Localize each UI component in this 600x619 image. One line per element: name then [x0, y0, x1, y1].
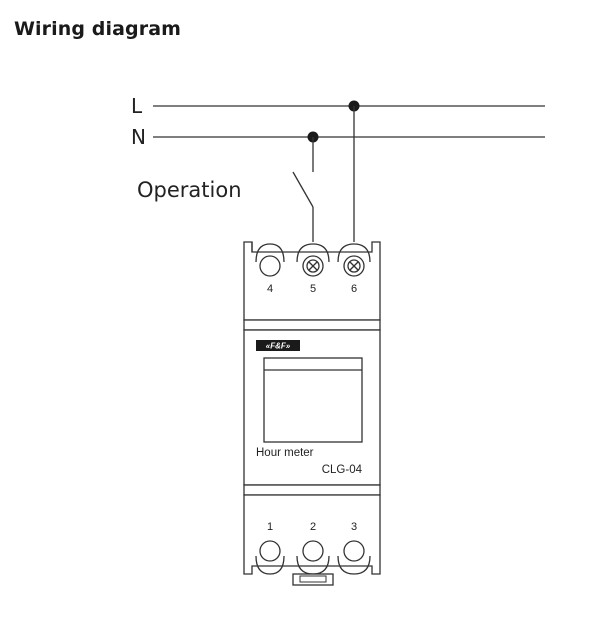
terminal-1 — [259, 540, 281, 562]
terminal-number-3: 3 — [351, 521, 357, 533]
din-clip — [292, 573, 334, 586]
terminal-number-4: 4 — [267, 283, 273, 295]
terminal-3 — [343, 540, 365, 562]
terminal-number-1: 1 — [267, 521, 273, 533]
terminal-number-6: 6 — [351, 283, 357, 295]
top-terminal-block — [243, 241, 381, 321]
brand-logo-text: «F&F» — [266, 342, 291, 351]
terminal-5-screw-icon — [302, 255, 324, 277]
terminal-number-2: 2 — [310, 521, 316, 533]
brand-logo — [256, 340, 300, 351]
device-model: CLG-04 — [322, 464, 363, 476]
terminal-4 — [259, 255, 281, 277]
page-title: Wiring diagram — [14, 18, 182, 40]
terminal-2 — [302, 540, 324, 562]
operation-label: Operation — [137, 178, 242, 202]
hour-meter-device — [243, 241, 381, 586]
bottom-terminal-block — [243, 494, 381, 575]
top-rail — [243, 319, 381, 331]
display-window — [263, 357, 363, 443]
terminal-number-5: 5 — [310, 283, 316, 295]
terminal-6-screw-icon — [343, 255, 365, 277]
device-name: Hour meter — [256, 447, 314, 459]
bottom-rail — [243, 484, 381, 496]
line-label-l: L — [131, 94, 143, 118]
line-label-n: N — [131, 125, 146, 149]
operation-switch — [292, 171, 314, 208]
